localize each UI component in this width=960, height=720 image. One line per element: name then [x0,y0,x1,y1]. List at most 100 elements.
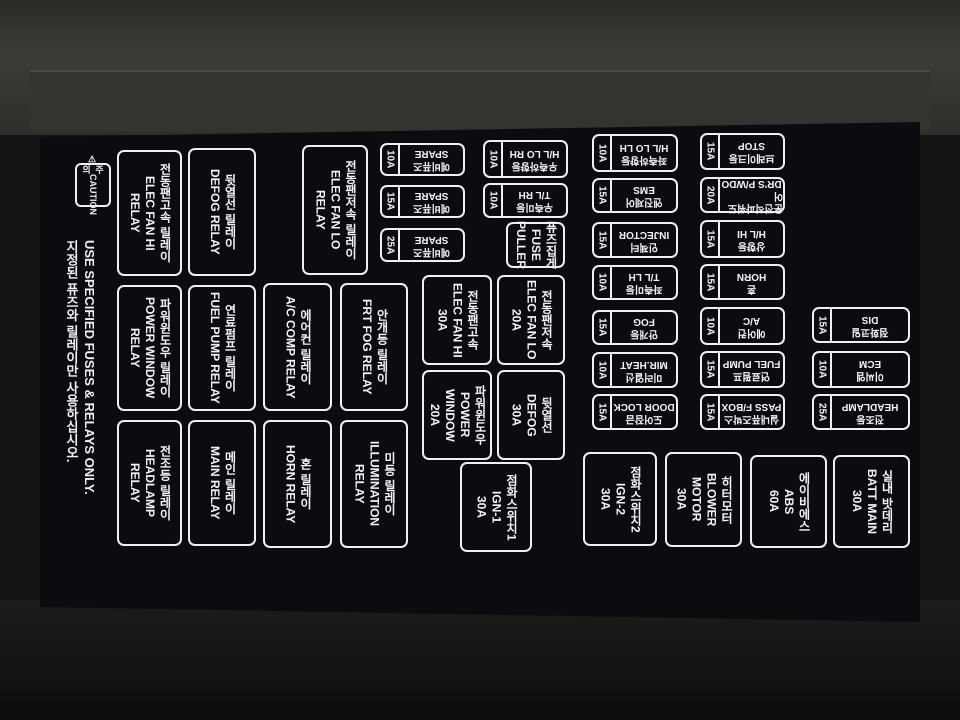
fuse-name: DIS [861,314,879,325]
relay-slot-label: MAIN RELAY [208,446,222,520]
relay-slot-korean: 연료펌프 릴레이 [223,304,237,392]
fuse-korean: 점화코일 [851,326,889,337]
fuse-name: H/L LO RH [509,148,560,159]
fuse-name: HEADLAMP [841,401,899,412]
caution-korean-text: 지정된 퓨즈와 릴레이만 사용하십시오. [64,240,79,463]
fuse-name: SPARE [414,190,449,202]
fuse-name: H/L LO LH [619,142,669,153]
fuse-korean: 연료펌프 [733,370,770,382]
relay-slot-korean: 메인 릴레이 [223,451,237,515]
large-fuse-slot-label: DEFOG [524,393,539,437]
relay-slot-label: DEFOG RELAY [208,169,222,255]
fuse-rating: 15A [702,135,720,168]
relay-slot-label: HORN RELAY [283,444,298,524]
fuse-korean: 우측하향등 [511,160,558,171]
relay-slot-label: ELEC FAN LO [328,170,343,250]
large-fuse-slot-korean: 전동팬고속 [465,289,480,350]
fuse-name: EMS [633,184,655,196]
large-fuse-slot-korean: 퓨즈집게 [544,221,558,269]
fuse-korean: 예비퓨즈 [413,202,450,214]
large-fuse-slot-label: ELEC FAN HI [450,282,465,358]
relay-slot-korean: 혼 릴레이 [298,458,313,510]
large-fuse-slot-label: ELEC FAN LO [524,280,539,360]
relay-slot-label: ILLUMINATION [367,441,382,527]
fuse-name: STOP [737,140,766,152]
fuse-rating: 10A [594,267,612,298]
fuse-korean: 예비퓨즈 [413,246,450,257]
fuse-rating: 10A [485,142,503,176]
fuse-korean: 도어잠금 [625,413,663,424]
large-fuse-slot-korean: 실내 밧데리 [880,469,894,534]
fuse-rating: 15A [702,266,720,298]
relay-slot-label: RELAY [128,463,142,503]
fuse-rating: 15A [814,309,832,341]
relay-slot-label: POWER WINDOW [143,297,157,399]
fuse-korean: 인젝터 [630,241,658,252]
fuse-name: T/L LH [628,271,660,283]
large-fuse-slot-korean: 에이비에스 [797,471,811,532]
fuse-name: HORN [736,271,767,282]
fuse-name: DR'S P/WDO [721,178,782,189]
fuse-rating: 15A [702,353,720,386]
relay-slot-korean: 전조등 릴레이 [158,445,172,521]
caution-korean: 주 의 [81,165,104,174]
large-fuse-slot-label: FUSE [529,228,543,261]
fuse-rating: 25A [382,230,400,260]
large-fuse-slot-label: 30A [674,488,689,511]
large-fuse-slot-korean: 점화스위치2 [628,465,643,533]
relay-slot-label: FRT FOG RELAY [360,299,374,395]
large-fuse-slot-korean: 파워윈도우 [473,385,487,445]
relay-slot-label: RELAY [128,328,142,368]
relay-slot-korean: 전동팬고속 릴레이 [158,163,172,263]
fuse-korean: 엔진제어 [625,196,663,208]
relay-slot-korean: 뒷열선 릴레이 [223,174,237,250]
fuse-name: SPARE [414,234,449,245]
relay-slot-label: RELAY [313,190,328,230]
relay-slot-label: HEADLAMP [143,449,157,517]
fuse-korean: 미러열선 [625,371,663,382]
fuse-name: H/L HI [737,228,766,239]
large-fuse-slot-label: 30A [850,490,864,513]
caution-notice: USE SPECIFIED FUSES & RELAYS ONLY. 지정된 퓨… [62,240,98,550]
large-fuse-slot-label: 30A [435,308,450,331]
large-fuse-slot-label: 30A [474,495,489,518]
